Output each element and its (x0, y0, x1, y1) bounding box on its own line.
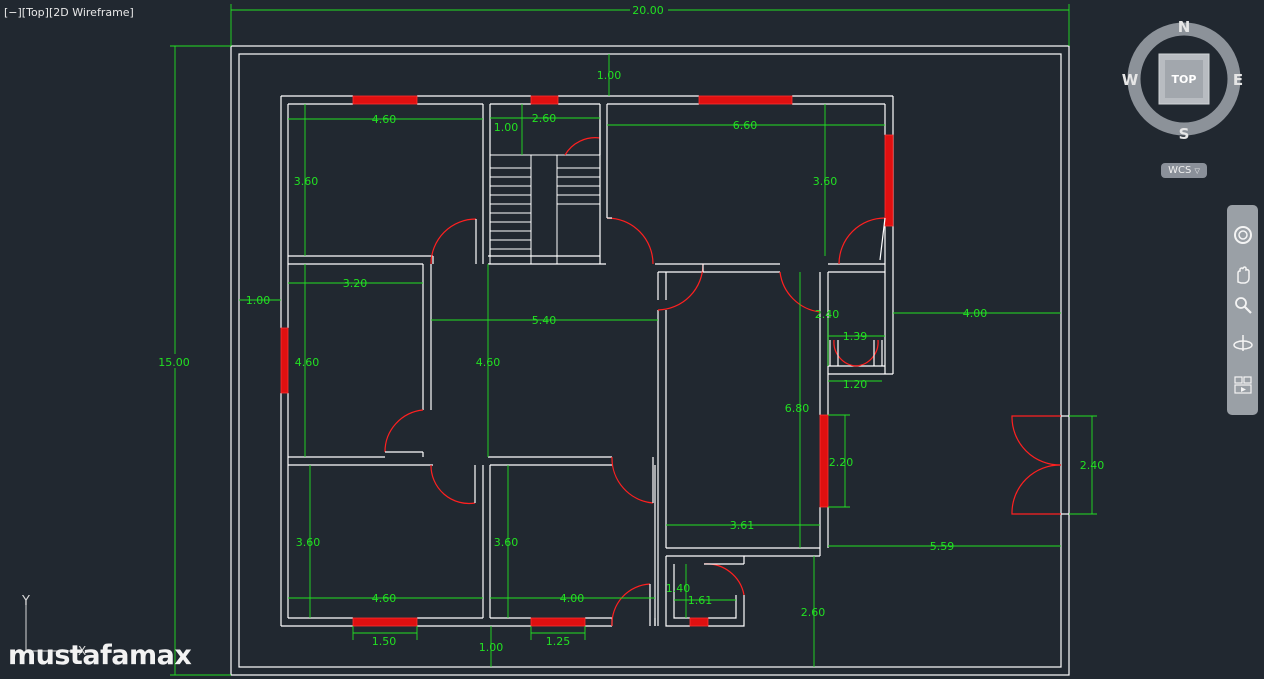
dim-bottom-yard: 2.60 (801, 606, 826, 619)
compass-north[interactable]: N (1178, 18, 1191, 36)
dim-bath-width: 1.39 (843, 330, 868, 343)
steering-wheel-icon[interactable] (1230, 223, 1255, 247)
dim-window-right: 2.20 (829, 456, 854, 469)
dim-living-height: 6.80 (785, 402, 810, 415)
walls (280, 95, 894, 627)
dim-room-ml-height: 4.60 (295, 356, 320, 369)
dim-room-bl-height: 3.60 (296, 536, 321, 549)
staircase (489, 154, 601, 265)
dim-living-width: 3.61 (730, 519, 755, 532)
compass-east[interactable]: E (1233, 71, 1243, 89)
plot-boundary (230, 45, 1070, 676)
wcs-menu-button[interactable]: WCS ▽ (1161, 163, 1207, 178)
dim-overall-width: 20.00 (632, 4, 664, 17)
viewcube-face[interactable]: TOP (1172, 73, 1197, 86)
dim-room-tr-height: 3.60 (813, 175, 838, 188)
windows (280, 95, 894, 627)
viewcube[interactable]: TOP N S E W (1122, 18, 1243, 143)
showmotion-icon[interactable] (1230, 373, 1255, 397)
dim-top-setback: 1.00 (597, 69, 622, 82)
watermark: mustafamax (8, 640, 192, 671)
dim-hall-width: 5.40 (532, 314, 557, 327)
dimension-labels: 20.00 15.00 1.00 4.60 3.60 2.60 1.00 6.6… (158, 3, 1104, 654)
dim-room-tl-height: 3.60 (294, 175, 319, 188)
ucs-icon: Y X (21, 594, 86, 658)
orbit-icon[interactable] (1230, 331, 1255, 355)
pan-icon[interactable] (1230, 263, 1255, 287)
dim-stair-landing: 1.00 (494, 121, 519, 134)
wcs-label: WCS (1168, 165, 1192, 176)
zoom-icon[interactable] (1230, 293, 1255, 317)
dim-room-tr-width: 6.60 (733, 119, 758, 132)
dim-room-bl-width: 4.60 (372, 592, 397, 605)
dim-hall-height: 4.60 (476, 356, 501, 369)
compass-west[interactable]: W (1122, 71, 1139, 89)
dim-room-tl-width: 4.60 (372, 113, 397, 126)
dim-wc-depth: 1.40 (666, 582, 691, 595)
dimension-lines (170, 4, 1097, 676)
chevron-down-icon: ▽ (1194, 167, 1200, 175)
dim-room-ml-width: 3.20 (343, 277, 368, 290)
doors (384, 120, 1069, 627)
dim-room-bm-width: 4.00 (560, 592, 585, 605)
dim-window-bm: 1.25 (546, 635, 571, 648)
ucs-x-label: X (78, 644, 86, 658)
dim-bath-depth: 2.40 (815, 308, 840, 321)
dim-stair-width: 2.60 (532, 112, 557, 125)
viewport-controls-label[interactable]: [−][Top][2D Wireframe] (4, 6, 134, 19)
ucs-y-label: Y (21, 594, 30, 609)
dim-window-bl: 1.50 (372, 635, 397, 648)
navigation-bar (1227, 205, 1258, 415)
dim-left-setback: 1.00 (246, 294, 271, 307)
dim-entry-gate: 2.40 (1080, 459, 1105, 472)
dim-overall-height: 15.00 (158, 356, 190, 369)
dim-room-bm-height: 3.60 (494, 536, 519, 549)
dim-wc-width: 1.61 (688, 594, 713, 607)
dim-bath-door: 1.20 (843, 378, 868, 391)
dim-bottom-setback: 1.00 (479, 641, 504, 654)
dim-right-setback: 4.00 (963, 307, 988, 320)
compass-south[interactable]: S (1179, 125, 1190, 143)
dim-right-yard: 5.59 (930, 540, 955, 553)
